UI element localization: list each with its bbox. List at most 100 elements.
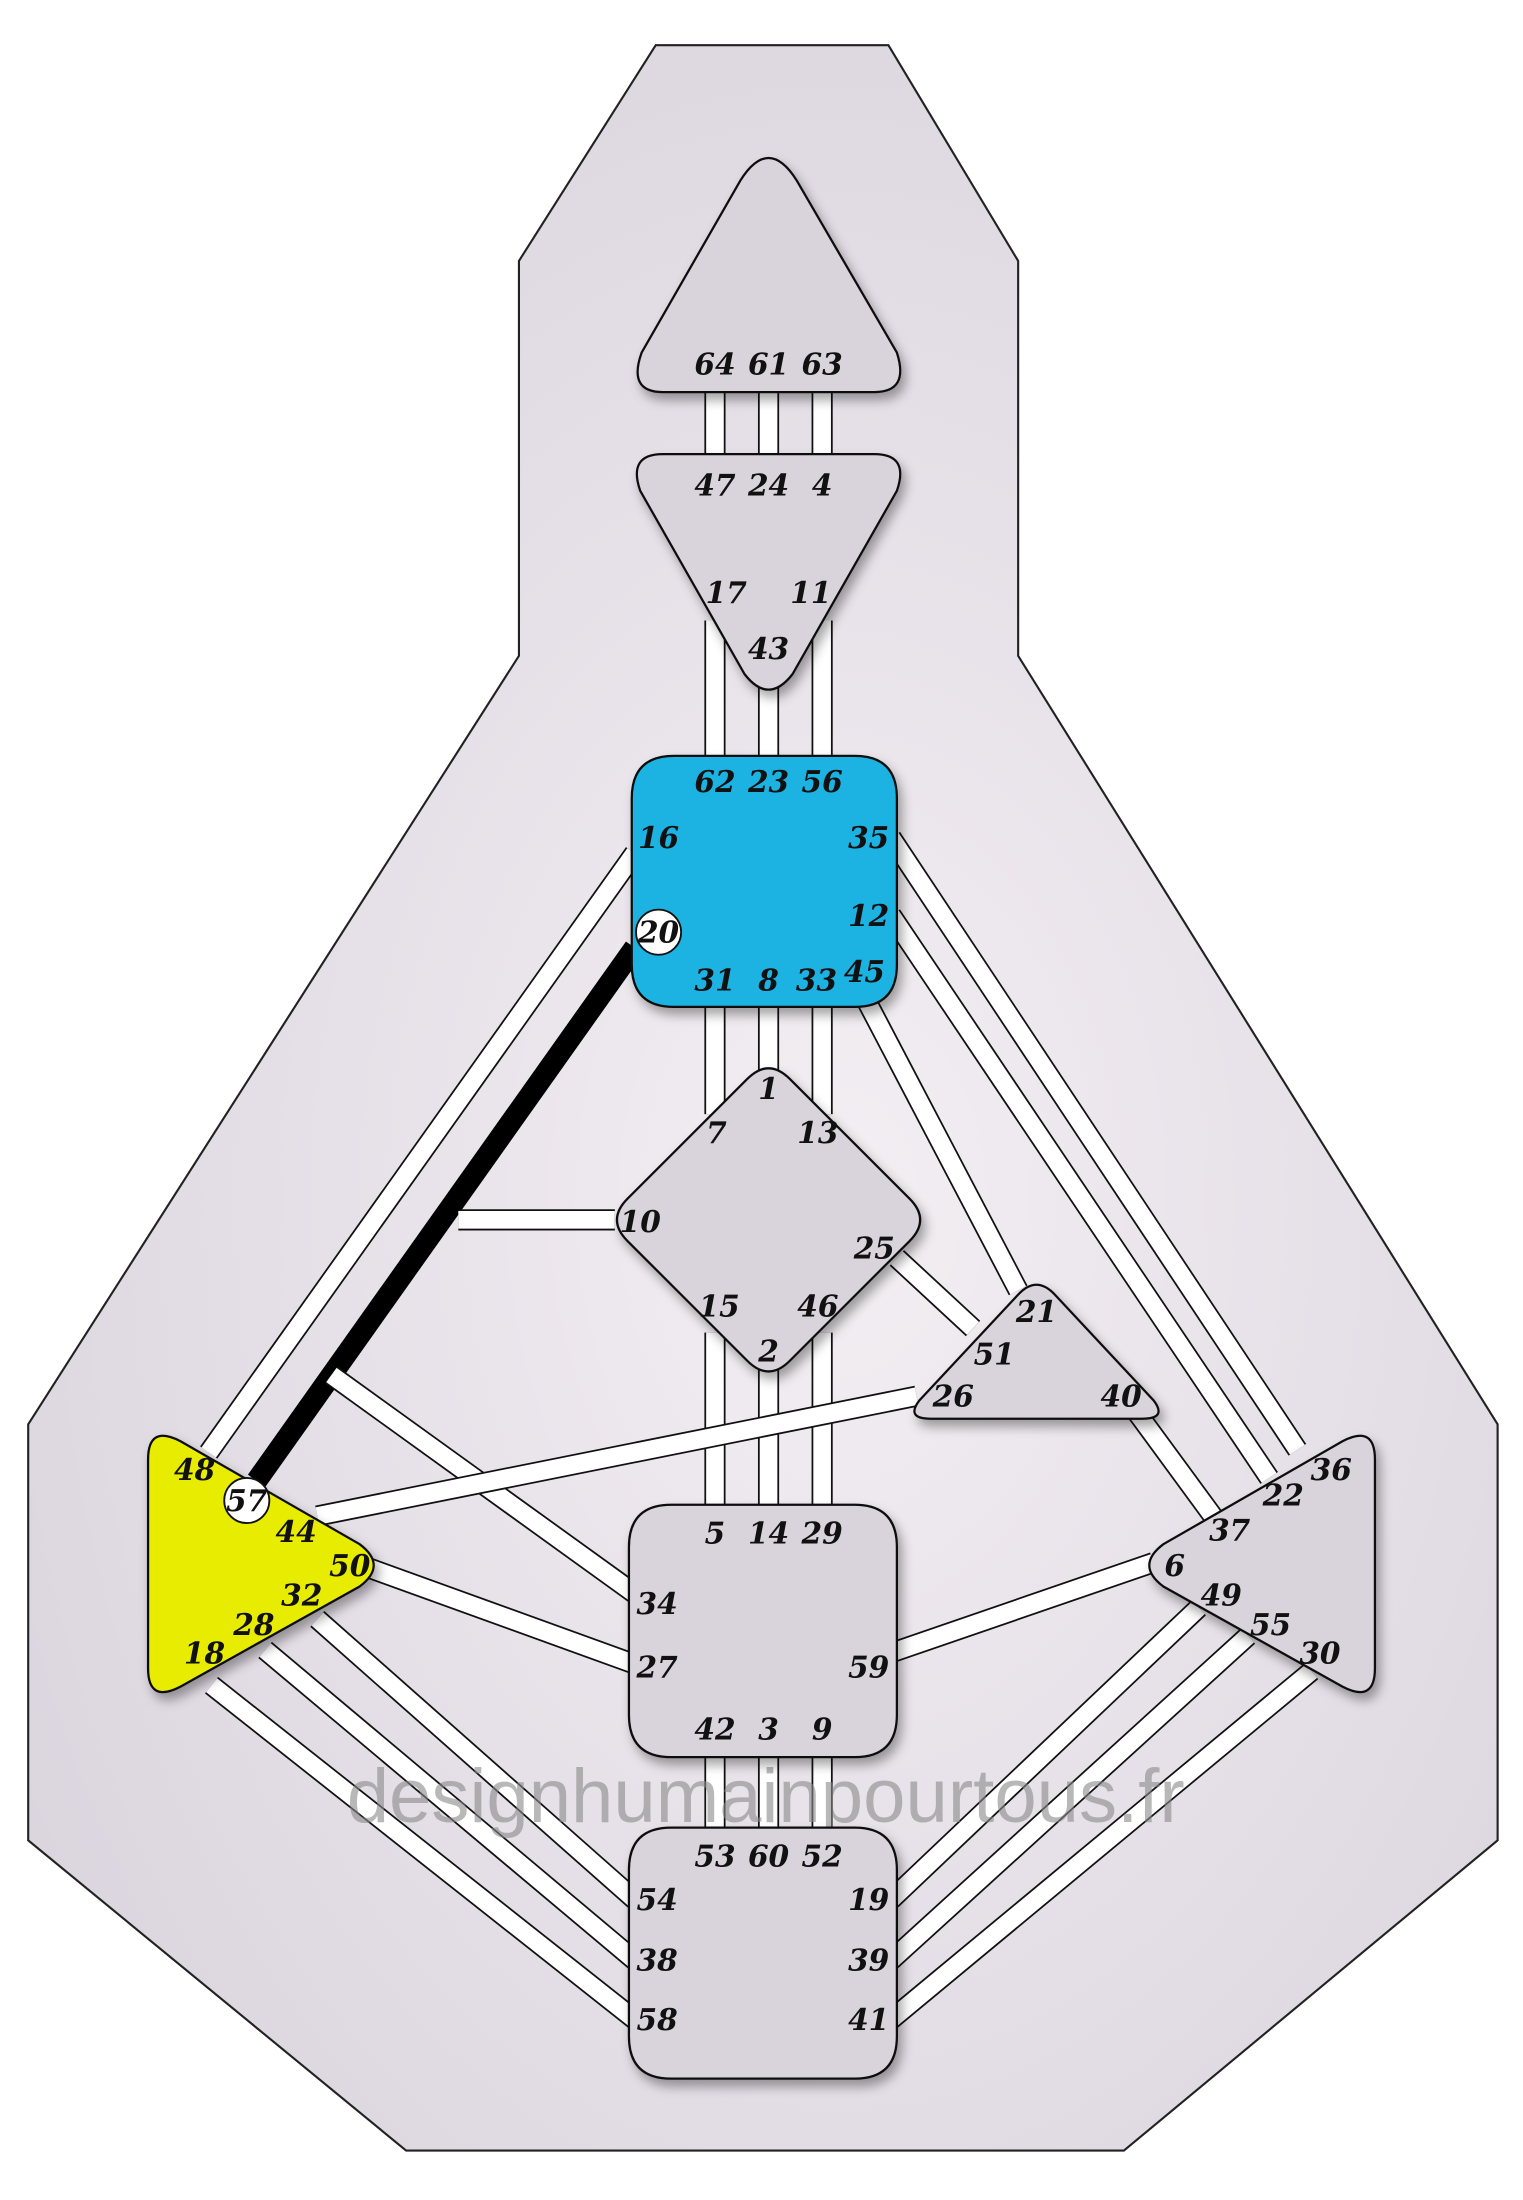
gate-25[interactable]: 25 [853,1231,895,1266]
channel-28-38[interactable] [258,1641,642,1969]
center-g[interactable]: 17 13 10 25 15 46 2 [615,1067,922,1373]
channel-25-51[interactable] [889,1250,981,1337]
gate-5[interactable]: 5 [705,1515,726,1550]
channel-18-58[interactable] [204,1676,642,2028]
gate-58[interactable]: 58 [637,2002,678,2037]
gate-30[interactable]: 30 [1299,1635,1341,1670]
gate-11[interactable]: 11 [790,575,831,610]
gate-17[interactable]: 17 [706,575,748,610]
gate-27[interactable]: 27 [636,1649,679,1684]
gate-2[interactable]: 2 [757,1334,779,1369]
gate-55[interactable]: 55 [1250,1607,1291,1642]
gate-50[interactable]: 50 [329,1548,371,1583]
channel-12-22[interactable] [882,909,1278,1484]
gate-40[interactable]: 40 [1100,1379,1142,1414]
gate-52[interactable]: 52 [802,1838,843,1873]
gate-64[interactable]: 64 [694,346,735,381]
gate-8[interactable]: 8 [757,963,779,998]
channel-40-37[interactable] [1126,1403,1222,1523]
channel-45-21[interactable] [853,989,1028,1296]
gate-61[interactable]: 61 [748,346,789,381]
channel-16-48[interactable] [200,847,644,1459]
center-head[interactable]: 64 61 63 [636,156,902,394]
gate-63[interactable]: 63 [802,346,843,381]
gate-24[interactable]: 24 [747,468,789,503]
gate-54[interactable]: 54 [637,1882,678,1917]
gate-59[interactable]: 59 [848,1649,889,1684]
gate-35[interactable]: 35 [848,820,889,855]
gate-48[interactable]: 48 [174,1452,215,1487]
watermark: designhumainpourtous.fr [347,1754,1185,1839]
gate-31[interactable]: 31 [694,963,735,998]
channel-32-54[interactable] [310,1611,642,1908]
gate-1[interactable]: 1 [758,1071,779,1106]
channel-39-55[interactable] [884,1628,1256,1969]
gate-14[interactable]: 14 [748,1515,789,1550]
channel-41-30[interactable] [884,1662,1319,2028]
gate-38[interactable]: 38 [637,1943,678,1978]
gate-20[interactable]: 20 [637,915,680,950]
activated-gate-marker [223,1477,271,1524]
gate-44[interactable]: 44 [276,1514,317,1549]
gate-6[interactable]: 6 [1164,1548,1185,1583]
sacral-center-shape [627,1503,899,1759]
gate-29[interactable]: 29 [801,1515,843,1550]
g-center-shape [615,1067,922,1373]
gate-46[interactable]: 46 [797,1288,838,1323]
gate-3[interactable]: 3 [758,1711,779,1746]
channel-59-6[interactable] [887,1552,1157,1663]
gate-15[interactable]: 15 [699,1288,740,1323]
gate-53[interactable]: 53 [694,1838,735,1873]
gate-60[interactable]: 60 [748,1838,790,1873]
gate-51[interactable]: 51 [974,1336,1015,1371]
gate-33[interactable]: 33 [796,963,837,998]
head-center-shape [636,156,902,394]
gate-47[interactable]: 47 [694,468,736,503]
gate-22[interactable]: 22 [1262,1477,1304,1512]
gate-39[interactable]: 39 [848,1943,889,1978]
ajna-center-shape [635,453,902,691]
gate-21[interactable]: 21 [1015,1294,1057,1329]
gate-41[interactable]: 41 [848,2002,889,2037]
gate-16[interactable]: 16 [638,820,679,855]
gate-32[interactable]: 32 [281,1577,322,1612]
channel-44-26[interactable] [315,1385,919,1527]
spleen-center-shape [146,1434,375,1694]
gate-42[interactable]: 42 [694,1711,735,1746]
gate-49[interactable]: 49 [1201,1577,1242,1612]
gate-57[interactable]: 57 [226,1483,268,1518]
channel-19-49[interactable] [883,1599,1206,1908]
gate-37[interactable]: 37 [1209,1513,1251,1548]
gate-4[interactable]: 4 [812,468,833,503]
channel-20-57[interactable] [248,941,644,1487]
gate-45[interactable]: 45 [844,954,885,989]
gate-23[interactable]: 23 [747,764,789,799]
gate-26[interactable]: 26 [932,1379,974,1414]
gate-12[interactable]: 12 [848,898,889,933]
gate-10[interactable]: 10 [620,1204,662,1239]
gate-13[interactable]: 13 [797,1115,838,1150]
gate-18[interactable]: 18 [184,1635,225,1670]
gate-62[interactable]: 62 [694,764,735,799]
gate-36[interactable]: 36 [1311,1452,1352,1487]
gate-56[interactable]: 56 [802,764,843,799]
gate-19[interactable]: 19 [848,1882,889,1917]
solar-plexus-center-shape [1148,1434,1377,1694]
channel-50-27[interactable] [365,1558,639,1675]
gate-43[interactable]: 43 [748,631,789,666]
channel-35-36[interactable] [882,831,1307,1456]
channels [200,380,1319,2028]
center-root[interactable]: 53 60 52 54 19 38 39 58 41 [627,1826,899,2080]
gate-28[interactable]: 28 [232,1607,274,1642]
gate-7[interactable]: 7 [706,1115,727,1150]
gate-34[interactable]: 34 [637,1586,678,1621]
gate-9[interactable]: 9 [812,1711,833,1746]
